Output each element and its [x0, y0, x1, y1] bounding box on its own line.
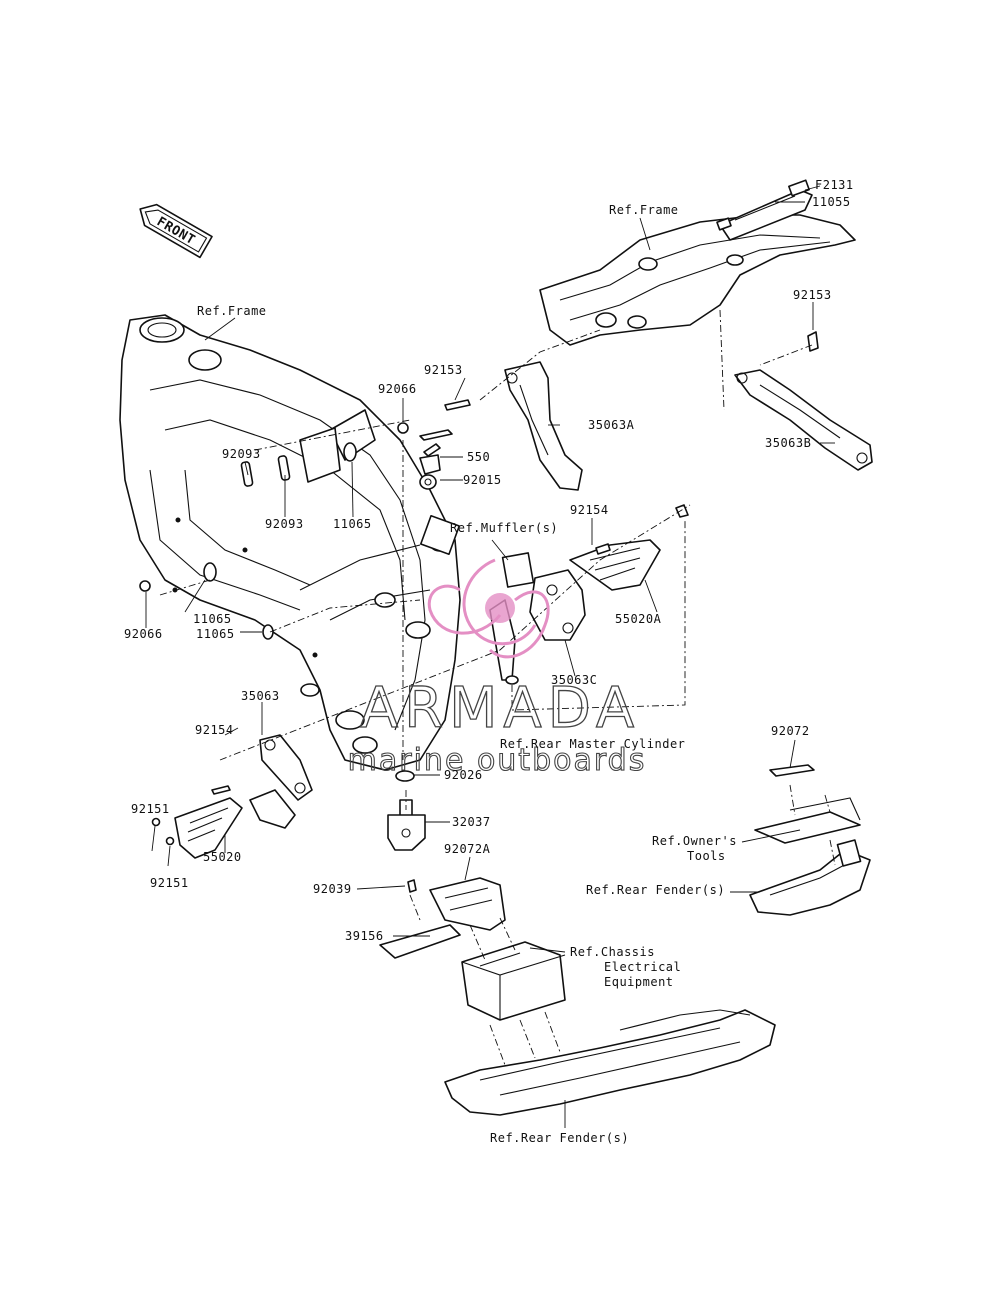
sub-frame: [539, 179, 856, 346]
label-ref-rear-fender-right: Ref.Rear Fender(s): [586, 883, 725, 897]
rear-fender-bottom: [444, 1009, 776, 1116]
right-footpeg-assembly: [419, 443, 689, 685]
label-ref-chassis-2: Electrical: [604, 960, 681, 974]
label-92154-right: 92154: [570, 503, 609, 517]
label-ref-owners-2: Tools: [687, 849, 726, 863]
assembly-dash-lines: [159, 309, 836, 1066]
label-32037: 32037: [452, 815, 491, 829]
label-92093-b: 92093: [265, 517, 304, 531]
label-92153-right: 92153: [793, 288, 832, 302]
main-frame-small-parts: [139, 422, 453, 851]
label-92039: 92039: [313, 882, 352, 896]
label-92015: 92015: [463, 473, 502, 487]
watermark-logo-mark: [427, 558, 550, 659]
label-55020A: 55020A: [615, 612, 662, 626]
label-35063C: 35063C: [551, 673, 597, 687]
label-35063: 35063: [241, 689, 280, 703]
label-ref-chassis-1: Ref.Chassis: [570, 945, 655, 959]
label-39156: 39156: [345, 929, 384, 943]
label-550: 550: [467, 450, 490, 464]
main-frame: [119, 314, 461, 771]
label-11065-c: 11065: [196, 627, 235, 641]
front-direction-badge: FRONT: [139, 203, 213, 259]
label-92153-mid: 92153: [424, 363, 463, 377]
label-35063A: 35063A: [588, 418, 635, 432]
left-footpeg-bracket: [151, 734, 313, 859]
label-ref-chassis-3: Equipment: [604, 975, 674, 989]
label-92151-b: 92151: [150, 876, 189, 890]
watermark-tagline: marine outboards: [348, 743, 647, 778]
label-11055: 11055: [812, 195, 851, 209]
label-92026: 92026: [444, 768, 483, 782]
label-11065-a: 11065: [333, 517, 372, 531]
leader-lines: [145, 185, 835, 1128]
label-ref-frame-left: Ref.Frame: [197, 304, 267, 318]
watermark-logo-dot: [485, 593, 515, 623]
owners-tools-area: [749, 764, 871, 916]
label-92072A: 92072A: [444, 842, 491, 856]
part-labels: F2131 11055 Ref.Frame 92153 Ref.Frame 92…: [124, 178, 854, 1145]
label-ref-owners-1: Ref.Owner's: [652, 834, 737, 848]
label-55020: 55020: [203, 850, 242, 864]
armada-watermark: ARMADA marine outboards: [347, 558, 647, 779]
label-11065-b: 11065: [193, 612, 232, 626]
label-35063B: 35063B: [765, 436, 811, 450]
label-ref-rear-fender-bottom: Ref.Rear Fender(s): [490, 1131, 629, 1145]
fig-number: F2131: [815, 178, 854, 192]
label-92154-left: 92154: [195, 723, 234, 737]
label-92066-left: 92066: [124, 627, 163, 641]
label-ref-rear-master: Ref.Rear Master Cylinder: [500, 737, 685, 751]
watermark-brand: ARMADA: [360, 676, 640, 741]
label-92072: 92072: [771, 724, 810, 738]
label-ref-frame-top: Ref.Frame: [609, 203, 679, 217]
label-92093-a: 92093: [222, 447, 261, 461]
battery-area: [379, 877, 566, 1021]
label-92151-a: 92151: [131, 802, 170, 816]
rear-footpeg-bracket-a: [444, 361, 583, 491]
label-ref-muffler: Ref.Muffler(s): [450, 521, 558, 535]
rear-footpeg-bracket-b: [734, 331, 873, 471]
label-92066-top: 92066: [378, 382, 417, 396]
